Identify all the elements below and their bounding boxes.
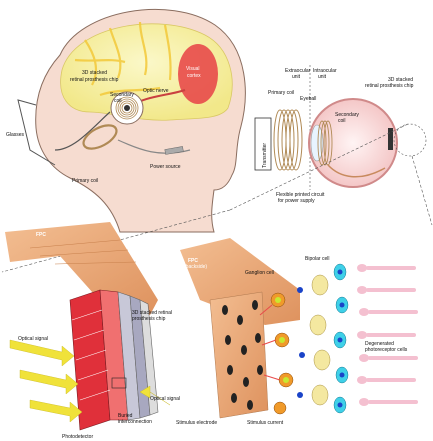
primary-coil-eye	[274, 110, 302, 170]
chip-label-head-2: retinal prosthesis chip	[70, 77, 119, 83]
stimulus-electrode-label: Stimulus electrode	[176, 420, 217, 426]
optic-nerve-label: Optic nerve	[143, 88, 169, 94]
chip-label-head-1: 3D stacked	[82, 70, 107, 76]
head-pupil	[124, 105, 130, 111]
optical-signal-arrows-left	[10, 340, 82, 422]
photodetector-label: Photodetector	[62, 434, 93, 440]
extraocular-label-2: unit	[292, 74, 301, 80]
head-illustration: Visual cortex 3D stacked retinal prosthe…	[6, 9, 245, 232]
stimulus-current-label: Stimulus current	[247, 420, 284, 426]
chip-left-label-2: prosthesis chip	[132, 316, 166, 322]
bipolar-cell-label: Bipolar cell	[305, 256, 329, 262]
secondary-coil-eye-label-2: coil	[338, 118, 346, 124]
fpc-back-label-2: (backside)	[184, 264, 207, 270]
photoreceptor-cells	[357, 264, 418, 406]
transmitter-label: Transmitter	[262, 143, 268, 168]
optical-signal-left-label: Optical signal	[18, 336, 48, 342]
ganglion-cell-label: Ganglion cell	[245, 270, 274, 276]
power-source-label: Power source	[150, 164, 181, 170]
fpc-left-label: FPC	[36, 232, 46, 238]
glasses-label: Glasses	[6, 132, 25, 138]
visual-cortex-label-1: Visual	[186, 66, 200, 72]
primary-coil-eye-label: Primary coil	[268, 90, 294, 96]
electrode-plate	[210, 292, 268, 418]
eye-cross-section: Transmitter Extraocular unit Intraocular…	[255, 65, 426, 204]
bipolar-cells	[310, 275, 330, 405]
primary-coil-head-label: Primary coil	[72, 178, 98, 184]
eyeball-label: Eyeball	[300, 96, 316, 102]
intraocular-label-2: unit	[318, 74, 327, 80]
retina-tissue-diagram: FPC (backside) Bipolar cell Ganglion cel…	[176, 238, 418, 426]
chip-eye-label-2: retinal prosthesis chip	[365, 83, 414, 89]
degenerated-label-2: photoreceptor cells	[365, 347, 408, 353]
chip-stack-diagram: FPC 3D stacked retinal prosthesis chip O…	[5, 222, 180, 440]
secondary-coil-head-label-2: coil	[114, 98, 122, 104]
visual-cortex-label-2: cortex	[187, 73, 201, 79]
zoom-circle	[394, 124, 426, 156]
buried-label-2: interconnection	[118, 419, 152, 425]
optical-signal-mid-label: Optical signal	[150, 396, 180, 402]
fpc-eye-label-2: for power supply	[278, 198, 315, 204]
